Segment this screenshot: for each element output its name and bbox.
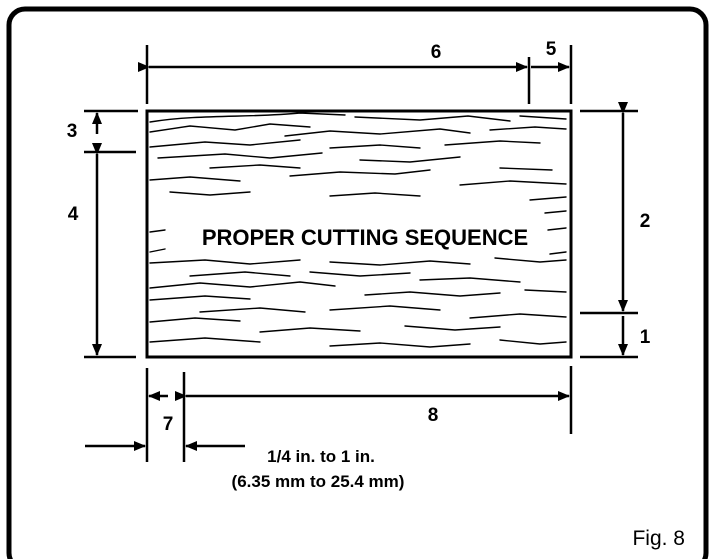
dimension-6-group [138,45,573,104]
dimension-label-5: 5 [546,39,557,60]
dimension-label-8: 8 [428,405,439,426]
dimension-2-group [580,102,638,359]
wood-board [145,109,573,359]
dimension-label-7: 7 [163,414,174,435]
dimension-label-1: 1 [640,327,651,348]
dimension-4-group [84,109,138,359]
dimension-label-2: 2 [640,211,651,232]
dimension-label-6: 6 [431,42,442,63]
dimension-label-4: 4 [68,204,79,225]
dimension-label-3: 3 [67,121,78,142]
kerf-range-imperial: 1/4 in. to 1 in. [267,447,375,466]
diagram-title: PROPER CUTTING SEQUENCE [202,225,528,250]
figure-label: Fig. 8 [632,527,685,550]
figure-border [6,6,709,559]
kerf-range-metric: (6.35 mm to 25.4 mm) [232,472,405,491]
dimension-8-group [85,366,573,462]
